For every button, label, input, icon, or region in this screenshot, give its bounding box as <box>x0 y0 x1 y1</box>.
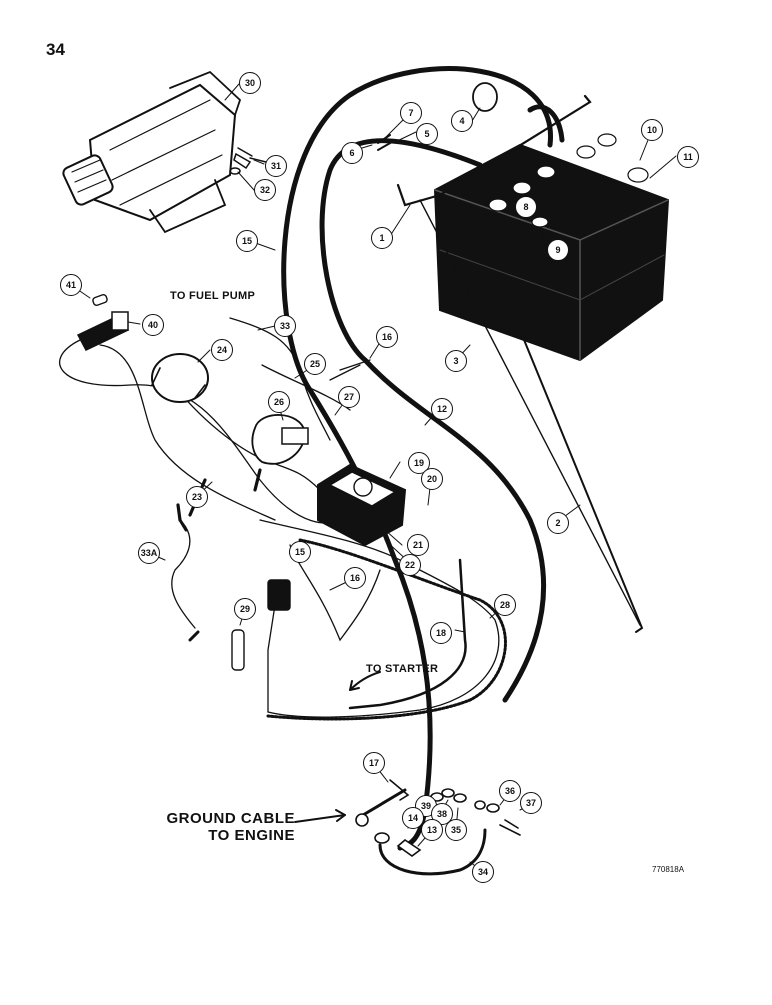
callout-33a: 33A <box>138 542 160 564</box>
callout-20: 20 <box>421 468 443 490</box>
callout-25: 25 <box>304 353 326 375</box>
callout-19: 19 <box>408 452 430 474</box>
connector-29a-drawing <box>267 579 291 611</box>
ground-cable-line-1: GROUND CABLE <box>166 810 295 827</box>
wiring-harness <box>59 317 500 718</box>
callout-22: 22 <box>399 554 421 576</box>
harness-braid <box>266 538 507 721</box>
callout-9: 9 <box>547 239 569 261</box>
callout-41: 41 <box>60 274 82 296</box>
callout-21: 21 <box>407 534 429 556</box>
solenoid-drawing <box>317 463 407 547</box>
callout-30: 30 <box>239 72 261 94</box>
callout-29: 29 <box>234 598 256 620</box>
switch-40-drawing <box>76 311 130 351</box>
callout-14: 14 <box>402 807 424 829</box>
callout-7: 7 <box>400 102 422 124</box>
callout-13: 13 <box>421 819 443 841</box>
figure-code: 770818A <box>652 865 685 874</box>
ground-arrow <box>294 814 346 823</box>
callout-4: 4 <box>451 110 473 132</box>
lead-33a-ends <box>178 518 200 642</box>
callout-16-upper: 16 <box>376 326 398 348</box>
callout-18: 18 <box>430 622 452 644</box>
washer-32-drawing <box>229 167 241 175</box>
callout-27: 27 <box>338 386 360 408</box>
ground-cable-label: GROUND CABLE TO ENGINE <box>140 810 295 844</box>
callout-2: 2 <box>547 512 569 534</box>
callout-32: 32 <box>254 179 276 201</box>
callout-37: 37 <box>520 792 542 814</box>
ground-cable-line-2: TO ENGINE <box>208 827 295 844</box>
callout-15: 15 <box>236 230 258 252</box>
gauge-24-drawing <box>151 353 209 403</box>
callout-1: 1 <box>371 227 393 249</box>
ground-hardware <box>355 779 521 876</box>
callout-36: 36 <box>499 780 521 802</box>
page-number: 34 <box>46 40 65 59</box>
callout-5: 5 <box>416 123 438 145</box>
callout-28: 28 <box>494 594 516 616</box>
callout-10: 10 <box>641 119 663 141</box>
callout-34: 34 <box>472 861 494 883</box>
callout-35: 35 <box>445 819 467 841</box>
to-fuel-pump-label: TO FUEL PUMP <box>170 290 256 302</box>
ground-arrow-head <box>335 809 346 822</box>
callout-16-lower: 16 <box>344 567 366 589</box>
hold-down-bracket <box>396 94 592 207</box>
starter-motor-drawing <box>62 70 242 234</box>
fuse-29-drawing <box>231 629 245 671</box>
bolt-31-drawing <box>233 147 267 170</box>
callout-17: 17 <box>363 752 385 774</box>
callout-31: 31 <box>265 155 287 177</box>
to-starter-label: TO STARTER <box>366 663 439 675</box>
rod-2-lower <box>519 329 644 633</box>
callout-40: 40 <box>142 314 164 336</box>
callout-33: 33 <box>274 315 296 337</box>
callout-15-lower: 15 <box>289 541 311 563</box>
callout-8: 8 <box>515 196 537 218</box>
callout-26: 26 <box>268 391 290 413</box>
starter-arrow <box>349 671 381 691</box>
hold-down-rod-2 <box>419 199 641 626</box>
callout-6: 6 <box>341 142 363 164</box>
callout-3: 3 <box>445 350 467 372</box>
ignition-switch-26-drawing <box>251 414 309 465</box>
callout-23: 23 <box>186 486 208 508</box>
fuse-41-drawing <box>92 293 108 307</box>
callout-11: 11 <box>677 146 699 168</box>
callout-12: 12 <box>431 398 453 420</box>
starter-arrow-head <box>349 680 360 691</box>
vent-cap-4 <box>472 82 498 112</box>
callout-24: 24 <box>211 339 233 361</box>
